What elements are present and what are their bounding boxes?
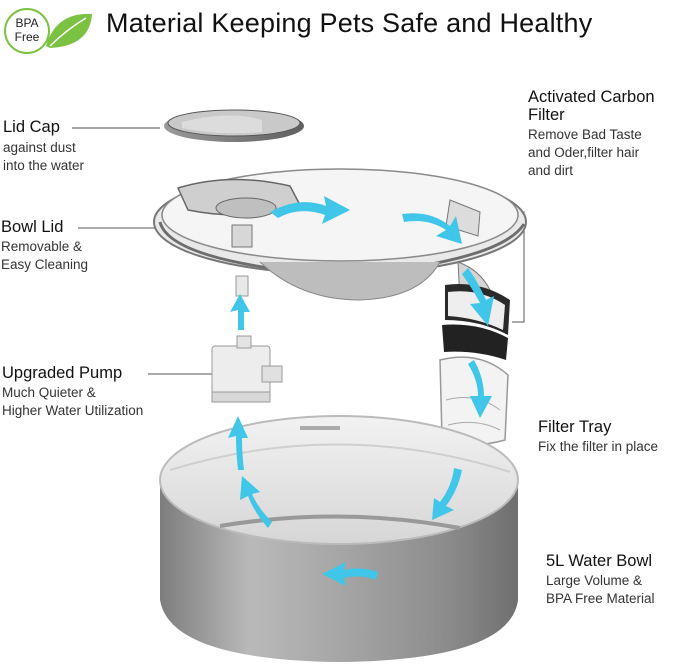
page-title: Material Keeping Pets Safe and Healthy xyxy=(106,8,593,38)
water-bowl-desc-2: BPA Free Material xyxy=(546,591,655,606)
pump-desc-2: Higher Water Utilization xyxy=(2,403,144,418)
water-bowl-shape xyxy=(159,415,519,662)
carbon-filter-label-2: Filter xyxy=(528,106,565,124)
carbon-filter-desc-1: Remove Bad Taste xyxy=(528,127,642,142)
carbon-filter-label-1: Activated Carbon xyxy=(528,88,655,106)
bowl-lid-desc-2: Easy Cleaning xyxy=(1,257,89,272)
lid-cap-shape xyxy=(164,109,304,142)
carbon-filter-desc-2: and Oder,filter hair xyxy=(528,145,640,160)
bowl-lid-desc-1: Removable & xyxy=(1,239,83,254)
water-bowl-desc-1: Large Volume & xyxy=(546,573,643,588)
lid-cap-label: Lid Cap xyxy=(3,118,60,136)
leaf-icon xyxy=(46,13,92,48)
bowl-lid-label: Bowl Lid xyxy=(1,218,64,236)
water-bowl-label: 5L Water Bowl xyxy=(546,552,653,570)
badge-circle xyxy=(4,8,50,54)
lid-cap-desc-2: into the water xyxy=(3,158,85,173)
badge-text-free: Free xyxy=(14,30,40,44)
bpa-free-badge: BPA Free xyxy=(4,8,92,54)
lid-cap-desc-1: against dust xyxy=(3,140,76,155)
badge-text-bpa: BPA xyxy=(15,16,39,30)
pump-shape xyxy=(211,335,283,403)
carbon-filter-desc-3: and dirt xyxy=(528,163,574,178)
filter-tray-desc-1: Fix the filter in place xyxy=(538,439,659,454)
pump-desc-1: Much Quieter & xyxy=(2,385,96,400)
filter-tray-label: Filter Tray xyxy=(538,418,612,436)
pump-label: Upgraded Pump xyxy=(2,364,123,382)
flow-arrows xyxy=(228,196,494,586)
